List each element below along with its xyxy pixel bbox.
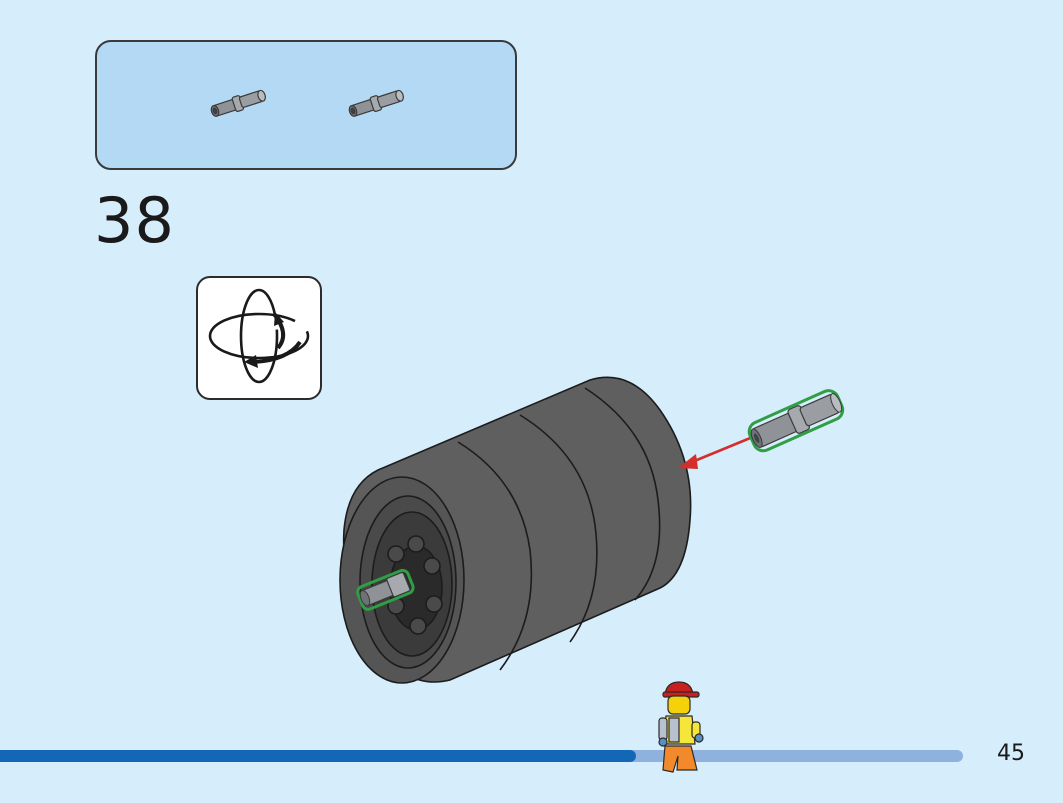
progress-bar — [0, 750, 963, 762]
parts-callout-box — [95, 40, 517, 170]
progress-fill — [0, 750, 636, 762]
minifigure-progress-marker — [658, 681, 704, 773]
rotate-model-icon — [208, 288, 310, 384]
friction-pin-icon — [348, 89, 404, 117]
new-pin — [747, 389, 845, 453]
tire — [339, 376, 692, 684]
page-number: 45 — [997, 741, 1025, 766]
friction-pin-icon — [210, 89, 266, 117]
wheel-assembly-illustration — [339, 376, 845, 684]
rotate-model-callout — [196, 276, 322, 400]
step-number: 38 — [94, 184, 175, 257]
insert-arrow — [678, 432, 761, 469]
inserted-pin — [356, 568, 415, 611]
